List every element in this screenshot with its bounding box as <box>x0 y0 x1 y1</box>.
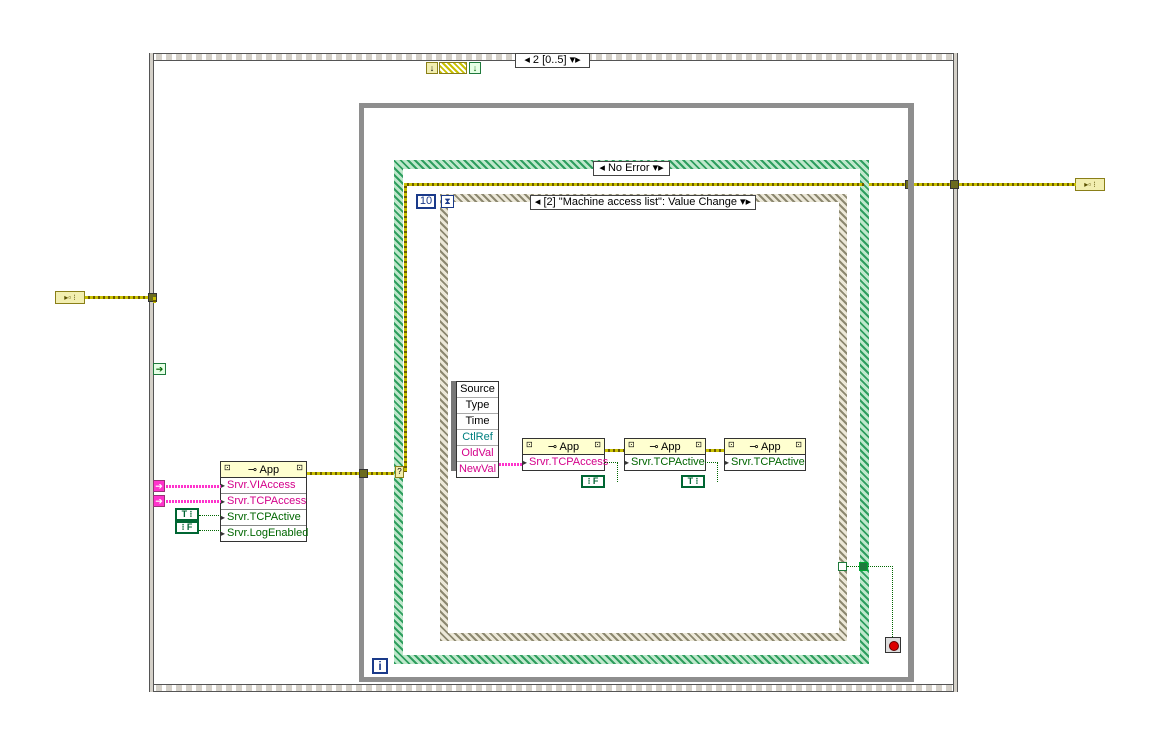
ref-out-icon: ⊡ <box>695 440 702 449</box>
property-row[interactable]: Srvr.VIAccess <box>221 478 306 494</box>
false-constant[interactable]: ⁝ F <box>175 521 199 534</box>
app-property-node-2[interactable]: ⊡ ⊸ App ⊡ Srvr.TCPAccess <box>522 438 608 471</box>
event-data-time[interactable]: Time <box>457 414 498 430</box>
while-loop <box>359 103 914 682</box>
event-data-node-bar <box>451 381 456 471</box>
ref-out-icon: ⊡ <box>795 440 802 449</box>
error-wire-node3-out <box>706 449 725 452</box>
error-case-selector[interactable]: ◂ No Error ▾▸ <box>593 161 670 176</box>
true-constant[interactable]: T ⁝ <box>175 508 199 521</box>
error-wire-node2-out <box>605 449 625 452</box>
sequence-local-down-icon[interactable]: ↓ <box>426 62 438 74</box>
sequence-local-pink-icon[interactable]: ➔ <box>153 495 165 507</box>
bool-wire-stop <box>847 566 859 567</box>
sequence-error-tunnel-out <box>950 180 959 189</box>
error-wire-out <box>864 183 1076 186</box>
true-constant[interactable]: T ⁝ <box>681 475 705 488</box>
bool-wire <box>199 530 221 531</box>
error-case-label: No Error <box>607 162 650 174</box>
dropdown-arrow-icon[interactable]: ▾▸ <box>652 162 664 174</box>
sequence-local-icons[interactable]: ↓ ↓ <box>426 62 482 74</box>
sequence-local-pink-icon[interactable]: ➔ <box>153 480 165 492</box>
dropdown-arrow-icon[interactable]: ▾▸ <box>740 196 752 208</box>
bool-wire <box>705 462 718 482</box>
event-case-label: [2] "Machine access list": Value Change <box>543 196 737 208</box>
property-row[interactable]: Srvr.LogEnabled <box>221 526 308 541</box>
error-wire-in <box>85 296 150 299</box>
bool-wire-to-stop <box>868 566 893 637</box>
event-data-type[interactable]: Type <box>457 398 498 414</box>
sequence-frame-bottom <box>149 684 958 692</box>
sequence-local-green-icon[interactable]: ↓ <box>469 62 481 74</box>
event-stop-output-terminal[interactable] <box>838 562 847 571</box>
event-structure <box>440 194 847 641</box>
false-constant[interactable]: ⁝ F <box>581 475 605 488</box>
ref-out-icon: ⊡ <box>296 463 303 472</box>
property-row[interactable]: Srvr.TCPAccess <box>221 494 306 510</box>
bool-wire <box>605 462 618 482</box>
timeout-constant[interactable]: 10 <box>416 194 436 209</box>
error-wire-loop-in <box>368 472 400 475</box>
ref-in-icon: ⊡ <box>728 440 735 449</box>
sequence-local-hatched-icon <box>439 62 467 74</box>
sequence-local-right-arrow-icon[interactable]: ➔ <box>153 363 166 375</box>
pink-wire-tcpaccess <box>166 500 221 503</box>
decrement-arrow-icon[interactable]: ◂ <box>599 162 605 174</box>
pink-wire-viaccess <box>166 485 221 488</box>
app-property-node-1[interactable]: ⊡ ⊸ App ⊡ Srvr.VIAccess Srvr.TCPAccess S… <box>220 461 308 542</box>
ref-in-icon: ⊡ <box>628 440 635 449</box>
sequence-frame-selector[interactable]: ◂ 2 [0..5] ▾▸ <box>515 53 590 68</box>
pink-wire-newval <box>499 463 523 466</box>
ref-in-icon: ⊡ <box>526 440 533 449</box>
error-in-terminal[interactable]: ▸▫ ⁝ <box>55 291 85 304</box>
app-property-node-3[interactable]: ⊡ ⊸ App ⊡ Srvr.TCPActive <box>624 438 706 471</box>
property-node-header: ⊡ ⊸ App ⊡ <box>221 462 306 478</box>
dropdown-arrow-icon[interactable]: ▾▸ <box>569 54 581 66</box>
iteration-terminal: i <box>372 658 388 674</box>
property-row[interactable]: Srvr.TCPActive <box>725 455 805 470</box>
key-icon: ⊸ <box>547 441 560 453</box>
property-row[interactable]: Srvr.TCPActive <box>625 455 705 470</box>
error-out-terminal[interactable]: ▸▫ ⁝ <box>1075 178 1105 191</box>
property-node-header: ⊡ ⊸ App ⊡ <box>725 439 805 455</box>
property-row[interactable]: Srvr.TCPActive <box>221 510 306 526</box>
decrement-arrow-icon[interactable]: ◂ <box>534 196 541 208</box>
event-data-ctlref[interactable]: CtlRef <box>457 430 498 446</box>
decrement-arrow-icon[interactable]: ◂ <box>524 54 530 66</box>
key-icon: ⊸ <box>649 441 662 453</box>
stop-terminal[interactable] <box>885 637 901 653</box>
app-property-node-4[interactable]: ⊡ ⊸ App ⊡ Srvr.TCPActive <box>724 438 806 471</box>
case-selector-terminal[interactable]: ? <box>395 466 404 478</box>
event-data-oldval[interactable]: OldVal <box>457 446 498 462</box>
key-icon: ⊸ <box>247 464 260 476</box>
event-case-selector[interactable]: ◂ [2] "Machine access list": Value Chang… <box>530 195 756 210</box>
event-data-node[interactable]: Source Type Time CtlRef OldVal NewVal <box>456 381 499 478</box>
ref-out-icon: ⊡ <box>594 440 601 449</box>
ref-in-icon: ⊡ <box>224 463 231 472</box>
case-bool-tunnel <box>859 562 868 571</box>
loop-error-tunnel-in <box>359 469 368 478</box>
error-wire-seq-inside <box>153 297 156 303</box>
key-icon: ⊸ <box>749 441 762 453</box>
bool-wire <box>199 515 221 516</box>
error-wire-case-top <box>404 183 864 186</box>
error-wire-case-inside <box>404 183 407 472</box>
event-data-source[interactable]: Source <box>457 382 498 398</box>
sequence-error-tunnel-in <box>148 293 157 302</box>
property-node-header: ⊡ ⊸ App ⊡ <box>523 439 604 455</box>
sequence-frame-label: 2 [0..5] <box>532 54 567 66</box>
error-wire-node1-out <box>307 472 365 475</box>
timeout-terminal-hourglass-icon[interactable]: ⧗ <box>441 195 454 208</box>
property-row[interactable]: Srvr.TCPAccess <box>523 455 608 470</box>
property-node-header: ⊡ ⊸ App ⊡ <box>625 439 705 455</box>
event-data-newval[interactable]: NewVal <box>458 463 497 475</box>
sequence-frame-right <box>953 53 958 692</box>
